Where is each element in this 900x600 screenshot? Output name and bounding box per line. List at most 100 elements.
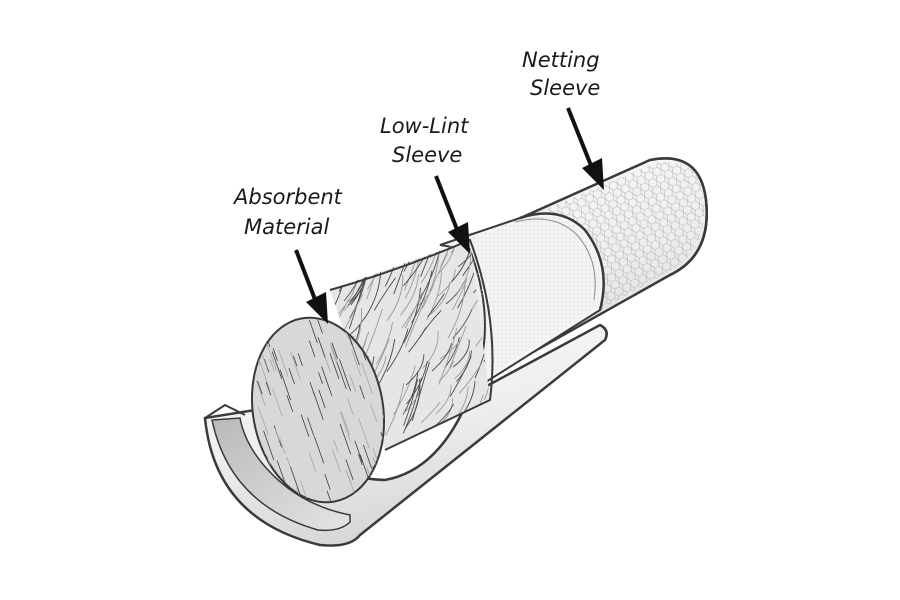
face-fiber (324, 473, 331, 490)
face-fiber (354, 440, 363, 462)
fiber-strand (452, 339, 470, 368)
absorbent-outline (329, 238, 494, 451)
face-fiber (333, 439, 339, 453)
face-fiber (307, 417, 315, 436)
fiber-strand (393, 365, 416, 416)
fiber-strand (403, 287, 421, 344)
face-fiber (329, 353, 340, 380)
face-fiber (262, 354, 268, 369)
face-fiber (290, 466, 301, 495)
face-fiber (286, 395, 294, 413)
fiber-strand (405, 354, 425, 386)
fiber-strand (484, 342, 490, 400)
netting-arrow-head (582, 158, 604, 190)
face-fiber (318, 372, 323, 384)
face-fiber (278, 349, 289, 377)
face-fiber (370, 403, 378, 423)
face-fiber (347, 398, 354, 415)
face-fiber (288, 368, 295, 385)
face-fiber (317, 319, 323, 334)
fiber-strand (456, 350, 472, 382)
face-fiber (339, 423, 352, 455)
face-fiber (358, 453, 363, 466)
face-fiber (256, 380, 266, 407)
fiber-strand (420, 401, 441, 424)
callout-low-lint-sleeve: Low-Lint Sleeve (380, 114, 470, 254)
fiber-strand (356, 240, 378, 241)
netting-label-line2: Sleeve (530, 76, 600, 100)
fiber-strand (401, 240, 422, 259)
fiber-strand (429, 240, 449, 258)
face-fiber (279, 369, 291, 401)
fiber-strand (458, 364, 482, 394)
face-fiber (330, 345, 339, 367)
face-fiber (339, 411, 351, 442)
fiber-strand (383, 240, 400, 262)
face-fiber (361, 362, 373, 394)
face-fiber (258, 407, 269, 436)
lowlint-arrow-head (448, 222, 470, 254)
fiber-strand (450, 240, 466, 254)
face-fiber (347, 333, 353, 345)
fiber-strand (369, 240, 389, 271)
face-fiber (269, 358, 275, 372)
fiber-strand (342, 240, 358, 254)
absorbent-arrow-shaft (294, 249, 318, 303)
absorbent-label-line2: Material (244, 215, 329, 239)
face-fiber (308, 340, 316, 358)
face-fiber (336, 361, 347, 390)
face-fiber (258, 359, 270, 390)
netting-arrow-shaft (566, 107, 594, 169)
face-fiber (257, 380, 263, 395)
fiber-strand (386, 328, 409, 372)
lowlint-label-line1: Low-Lint (380, 114, 469, 138)
fiber-strand (430, 282, 451, 315)
fiber-strand (427, 293, 445, 318)
face-fiber (271, 351, 283, 379)
face-fiber (351, 349, 362, 376)
face-fiber (317, 337, 326, 358)
face-fiber (363, 444, 373, 470)
face-fiber (293, 355, 298, 367)
fiber-strand (403, 379, 419, 426)
face-fiber (321, 366, 333, 397)
fiber-strand (440, 240, 462, 267)
fiber-strand (399, 273, 420, 316)
fiber-strand (437, 269, 456, 297)
fiber-strand (451, 278, 468, 311)
fiber-strand (351, 240, 372, 243)
face-fiber (308, 452, 317, 472)
face-fiber (290, 351, 301, 381)
fiber-strand (404, 292, 423, 329)
face-fiber (359, 385, 365, 400)
face-fiber (358, 418, 370, 449)
face-fiber (318, 389, 326, 408)
netting-label-line1: Netting (522, 48, 600, 72)
face-fiber (345, 468, 351, 482)
absorbent-label-line1: Absorbent (232, 185, 343, 209)
fiber-strand (404, 299, 426, 348)
fiber-strand (422, 253, 440, 309)
face-fiber (332, 448, 341, 473)
absorbent-arrow-head (306, 292, 328, 324)
fiber-strand (403, 388, 422, 414)
face-fiber (300, 414, 310, 438)
face-fiber (263, 358, 270, 373)
fiber-strand (399, 240, 421, 256)
fiber-strand (343, 256, 363, 283)
fiber-strand (434, 240, 456, 256)
fiber-strand (435, 384, 452, 415)
fiber-strand (447, 280, 466, 339)
fiber-strand (386, 274, 404, 322)
fiber-strand (408, 240, 425, 251)
fiber-strand (342, 240, 365, 245)
fiber-strand (438, 327, 458, 385)
fiber-strand (343, 240, 362, 273)
face-fiber (309, 319, 318, 344)
fiber-strand (419, 246, 441, 300)
fiber-strand (419, 310, 442, 338)
face-fiber (270, 352, 277, 371)
fiber-strand (332, 244, 349, 277)
callout-absorbent-material: Absorbent Material (232, 185, 343, 324)
face-fiber (263, 430, 275, 461)
